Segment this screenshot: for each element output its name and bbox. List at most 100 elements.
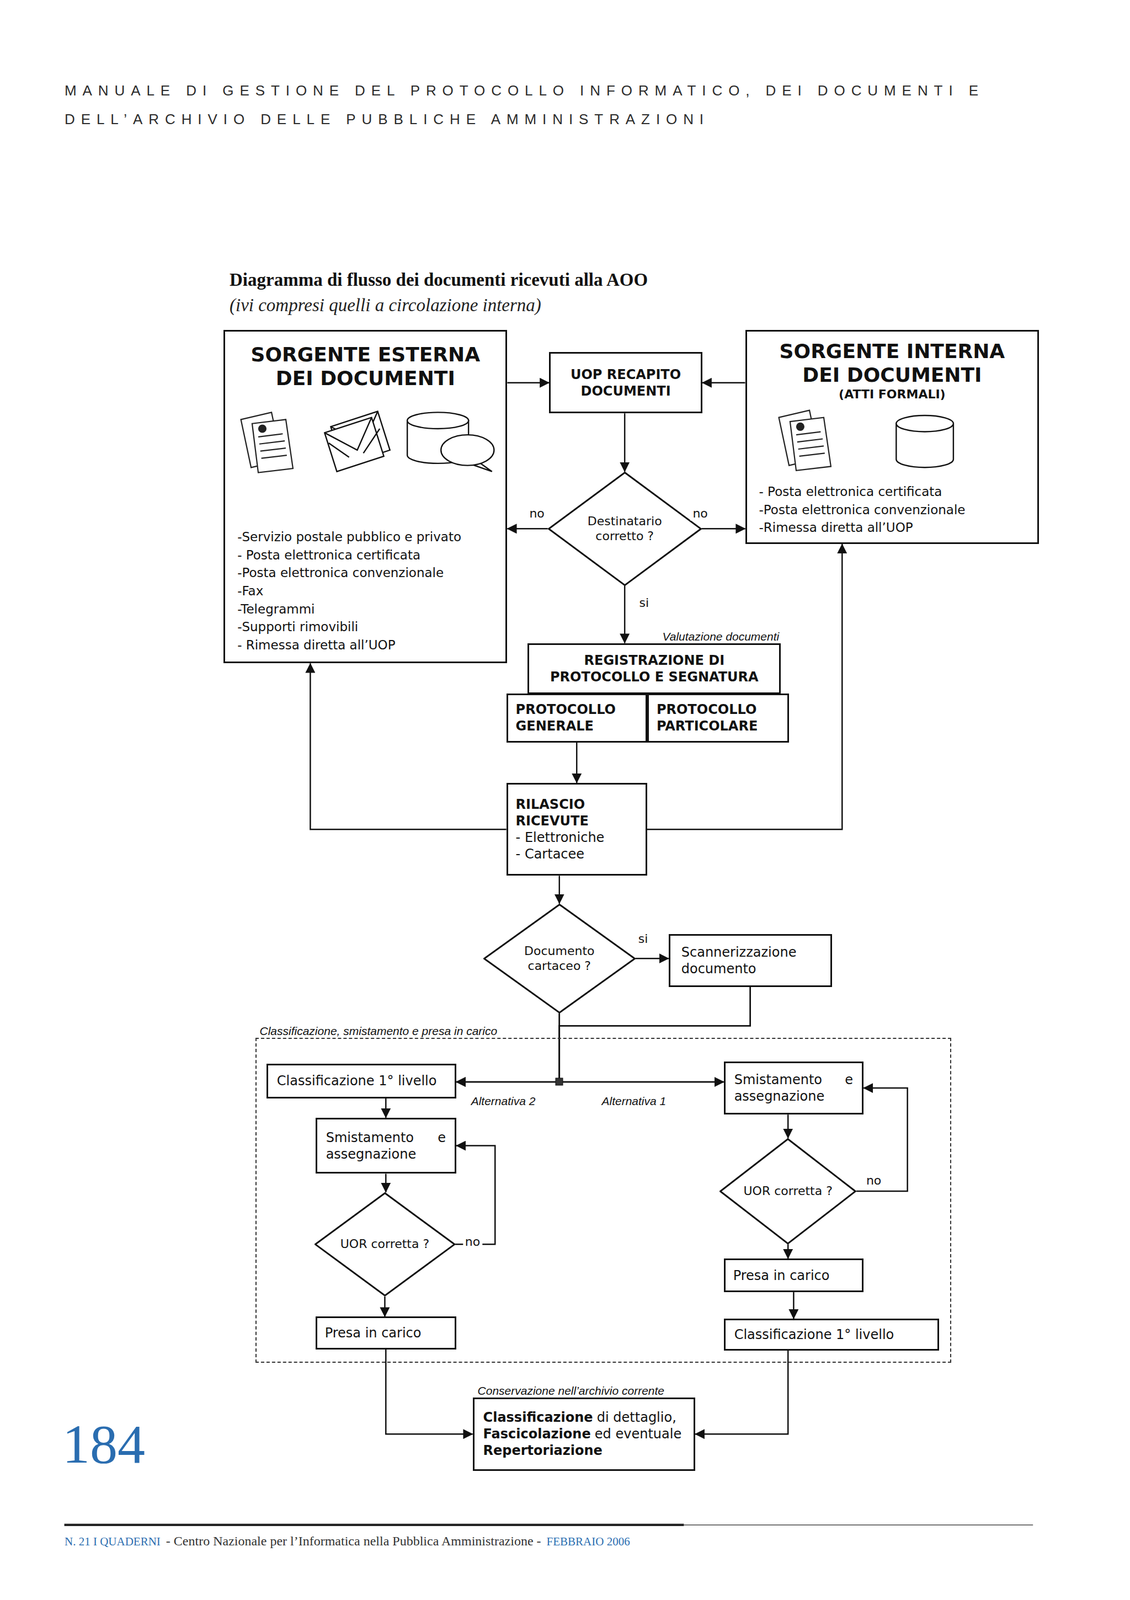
connector-label: no xyxy=(526,505,547,521)
connector xyxy=(635,957,669,960)
document-icon xyxy=(779,410,831,471)
box-heading: SORGENTE INTERNA DEI DOCUMENTI xyxy=(770,339,1014,387)
process-box: RILASCIO RICEVUTE- Elettroniche- Cartace… xyxy=(506,782,648,876)
text-line xyxy=(260,448,286,452)
connector xyxy=(456,1013,560,1082)
box-text: Repertoriazione xyxy=(483,1442,603,1459)
connector xyxy=(695,1350,788,1435)
connector xyxy=(455,1146,495,1245)
process-box: Presa in carico xyxy=(315,1316,457,1350)
process-box: Scannerizzazione documento xyxy=(668,934,833,988)
envelope-shape xyxy=(324,417,384,472)
connector-label: si xyxy=(636,931,651,947)
connector xyxy=(559,987,751,1082)
box-heading: Presa in carico xyxy=(324,1324,447,1342)
box-text: -Posta elettronica convenzionale xyxy=(759,500,1026,520)
connector-label: no xyxy=(462,1234,483,1250)
connector xyxy=(701,528,746,530)
section-heading: Valutazione documenti xyxy=(662,629,780,644)
decision-diamond: Documento cartaceo ? xyxy=(483,903,636,1014)
diamond-shape xyxy=(315,1192,455,1296)
decision-diamond: Destinatario corretto ? xyxy=(547,471,702,586)
text-line xyxy=(261,455,287,459)
box-text: Classificazione xyxy=(483,1409,594,1426)
connector xyxy=(456,987,751,1082)
connector xyxy=(507,382,549,385)
decision-diamond: UOR corretta ? xyxy=(314,1192,456,1297)
footer-publisher: - Centro Nazionale per l’Informatica nel… xyxy=(166,1533,542,1549)
connector xyxy=(385,1173,387,1192)
process-box: Smistamento e assegnazione xyxy=(315,1117,457,1175)
process-box: Classificazione 1° livello xyxy=(723,1318,940,1351)
diamond-label-area: UOR corretta ? xyxy=(719,1138,857,1245)
connector xyxy=(624,585,626,644)
decision-text: Documento cartaceo ? xyxy=(510,943,609,974)
process-box: Presa in carico xyxy=(723,1258,864,1293)
connector xyxy=(384,1296,386,1317)
connector xyxy=(310,663,506,830)
connector xyxy=(624,413,626,472)
box-text: - Rimessa diretta all’UOP xyxy=(237,636,494,655)
diamond-outline xyxy=(547,471,702,586)
box-heading: Classificazione 1° livello xyxy=(276,1072,446,1090)
box-heading: PROTOCOLLO PARTICOLARE xyxy=(656,701,780,735)
box-text: -Telegrammi xyxy=(237,600,494,619)
diamond-shape xyxy=(720,1138,856,1244)
document-icon xyxy=(241,412,293,473)
text-row: Classificazionedi dettaglio, xyxy=(483,1409,686,1426)
external-source-box: SORGENTE ESTERNA DEI DOCUMENTI-Servizio … xyxy=(223,329,508,664)
diamond-shape xyxy=(548,472,701,585)
box-heading: Scannerizzazione documento xyxy=(681,944,822,978)
box-text: -Servizio postale pubblico e privato xyxy=(237,528,494,547)
text-row: Repertoriazione xyxy=(483,1442,686,1459)
footer-rule xyxy=(64,1523,685,1527)
internal-source-box: SORGENTE INTERNA DEI DOCUMENTI(ATTI FORM… xyxy=(745,329,1040,545)
hatch-line xyxy=(328,443,350,458)
box-text: -Rimessa diretta all’UOP xyxy=(759,518,1026,537)
footer-line: N. 21 I QUADERNI - Centro Nazionale per l… xyxy=(64,1533,631,1549)
footer-series: N. 21 I QUADERNI xyxy=(64,1534,161,1549)
seal-dot xyxy=(258,425,266,433)
footer-rule xyxy=(684,1524,1034,1526)
box-heading: Smistamento e assegnazione xyxy=(734,1071,854,1105)
bubble-body xyxy=(440,434,494,466)
connector xyxy=(559,1013,724,1082)
connector xyxy=(507,528,548,530)
box-heading: Presa in carico xyxy=(733,1267,855,1284)
text-row: Fascicolazioneed eventuale xyxy=(483,1425,686,1443)
decision-text: Destinatario corretto ? xyxy=(575,513,674,545)
connector xyxy=(792,1292,795,1319)
connector-label: Alternativa 1 xyxy=(599,1094,669,1109)
diamond-label-area: Documento cartaceo ? xyxy=(483,903,636,1014)
connector xyxy=(787,1244,790,1259)
box-heading: RILASCIO RICEVUTE xyxy=(515,796,638,830)
connector xyxy=(856,1088,908,1192)
subtitle: (ivi compresi quelli a circolazione inte… xyxy=(229,294,542,317)
footer-date: FEBBRAIO 2006 xyxy=(546,1534,631,1549)
box-text: di dettaglio, xyxy=(597,1409,677,1426)
box-text: - Elettroniche xyxy=(515,829,638,846)
connector-label: no xyxy=(864,1173,884,1188)
connector xyxy=(558,875,561,904)
diamond-label-area: UOR corretta ? xyxy=(314,1192,456,1297)
box-heading: PROTOCOLLO GENERALE xyxy=(515,701,638,735)
cylinder-top xyxy=(407,412,469,429)
diamond-label-area: Destinatario corretto ? xyxy=(547,471,702,586)
connector-label: si xyxy=(637,595,652,611)
box-heading: Classificazione 1° livello xyxy=(734,1326,929,1343)
box-text: (ATTI FORMALI) xyxy=(759,386,1026,403)
connector-label: Alternativa 2 xyxy=(468,1094,538,1109)
diamond-outline xyxy=(483,903,636,1014)
archive-box: Classificazionedi dettaglio,Fascicolazio… xyxy=(472,1397,696,1471)
decision-text: UOR corretta ? xyxy=(340,1236,430,1252)
speech-bubble-icon xyxy=(440,434,494,472)
process-box: UOP RECAPITO DOCUMENTI xyxy=(548,352,703,414)
junction-square xyxy=(555,1078,563,1086)
dashed-region: Classificazione 1° livelloSmistamento e … xyxy=(255,1037,952,1363)
connector xyxy=(702,382,746,385)
box-text: -Supporti rimovibili xyxy=(237,617,494,637)
page-number: 184 xyxy=(62,1416,146,1473)
box-text: Fascicolazione xyxy=(483,1426,591,1442)
process-box: Smistamento e assegnazione xyxy=(723,1061,864,1115)
